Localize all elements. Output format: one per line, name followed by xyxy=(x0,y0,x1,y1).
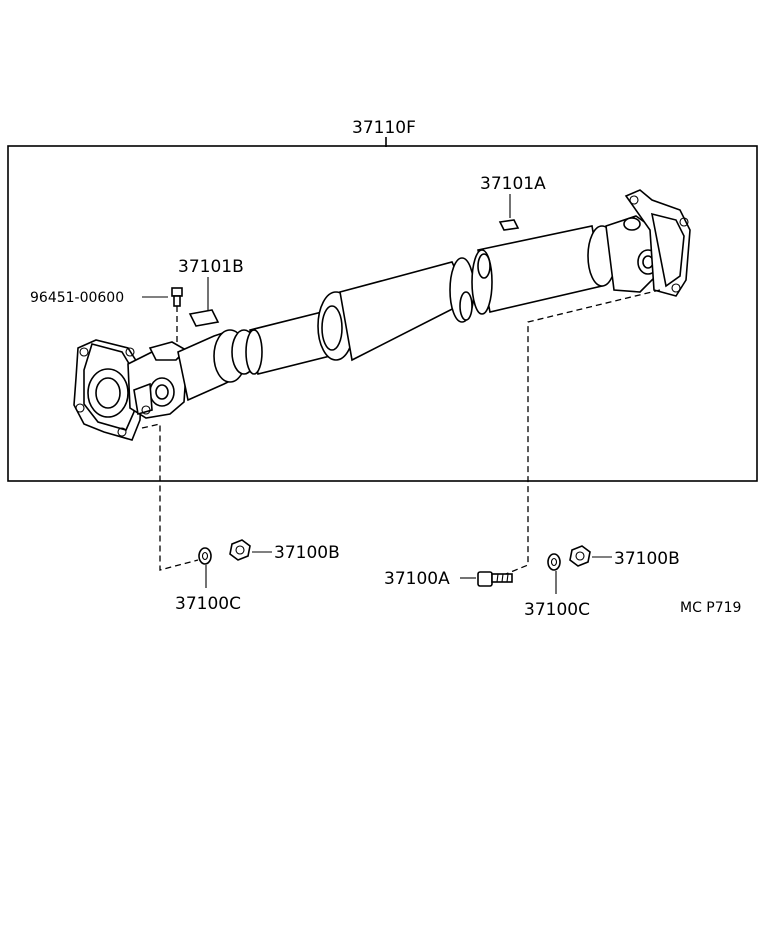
center-support-bearing[interactable] xyxy=(317,257,475,362)
front-clip-part-number[interactable]: 37101B xyxy=(178,257,244,277)
assembly-part-number[interactable]: 37110F xyxy=(352,118,416,138)
left-hardware-guide xyxy=(141,423,199,571)
bolt-part-number[interactable]: 37100A xyxy=(384,569,450,589)
rear-shaft-tube[interactable] xyxy=(471,225,617,315)
left-washer-icon[interactable] xyxy=(198,547,212,565)
rear-flange-yoke[interactable] xyxy=(624,189,691,297)
grease-fitting-part-number[interactable]: 96451-00600 xyxy=(30,290,124,306)
right-nut-icon[interactable] xyxy=(569,545,591,567)
grease-fitting-icon[interactable] xyxy=(171,287,183,307)
diagram-code: MC P719 xyxy=(680,600,741,616)
front-clip-icon[interactable] xyxy=(188,309,220,327)
front-flange-yoke[interactable] xyxy=(73,339,143,441)
left-washer-part-number[interactable]: 37100C xyxy=(175,594,241,614)
center-clip-icon[interactable] xyxy=(498,219,520,231)
assembly-frame xyxy=(7,145,758,482)
left-nut-icon[interactable] xyxy=(229,539,251,561)
right-washer-part-number[interactable]: 37100C xyxy=(524,600,590,620)
right-hardware-guide xyxy=(495,289,661,579)
bolt-icon[interactable] xyxy=(477,571,513,587)
front-universal-joint[interactable] xyxy=(127,341,188,419)
right-nut-part-number[interactable]: 37100B xyxy=(614,549,680,569)
left-nut-part-number[interactable]: 37100B xyxy=(274,543,340,563)
right-washer-icon[interactable] xyxy=(547,553,561,571)
front-slip-yoke[interactable] xyxy=(177,329,257,402)
center-clip-part-number[interactable]: 37101A xyxy=(480,174,546,194)
front-shaft-tube[interactable] xyxy=(245,311,331,375)
